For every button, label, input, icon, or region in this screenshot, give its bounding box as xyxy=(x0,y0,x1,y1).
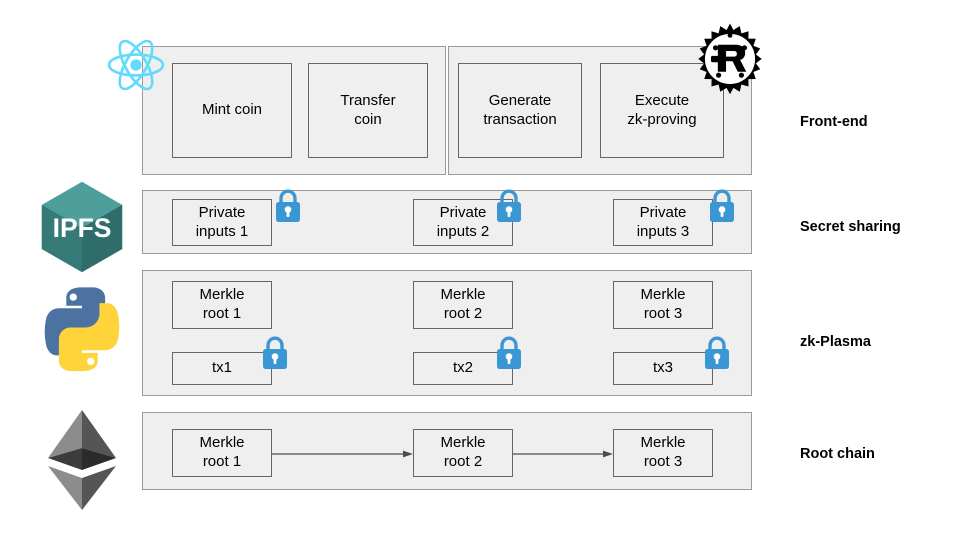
node-tx1[interactable]: tx1 xyxy=(172,352,272,385)
ethereum-logo xyxy=(40,408,124,512)
node-plasma-merkle-root-1[interactable]: Merkle root 1 xyxy=(172,281,272,329)
node-plasma-merkle-root-2[interactable]: Merkle root 2 xyxy=(413,281,513,329)
python-logo xyxy=(34,283,130,379)
node-tx3[interactable]: tx3 xyxy=(613,352,713,385)
node-private-inputs-3[interactable]: Private inputs 3 xyxy=(613,199,713,246)
layer-label-root-chain: Root chain xyxy=(800,446,875,462)
node-tx2[interactable]: tx2 xyxy=(413,352,513,385)
node-execute-zk-proving[interactable]: Execute zk-proving xyxy=(600,63,724,158)
node-mint-coin[interactable]: Mint coin xyxy=(172,63,292,158)
node-plasma-merkle-root-3[interactable]: Merkle root 3 xyxy=(613,281,713,329)
layer-label-front-end: Front-end xyxy=(800,114,868,130)
node-root-merkle-root-2[interactable]: Merkle root 2 xyxy=(413,429,513,477)
node-private-inputs-1[interactable]: Private inputs 1 xyxy=(172,199,272,246)
layer-label-zk-plasma: zk-Plasma xyxy=(800,334,871,350)
node-root-merkle-root-3[interactable]: Merkle root 3 xyxy=(613,429,713,477)
node-transfer-coin[interactable]: Transfer coin xyxy=(308,63,428,158)
node-private-inputs-2[interactable]: Private inputs 2 xyxy=(413,199,513,246)
svg-text:IPFS: IPFS xyxy=(53,213,112,243)
react-logo xyxy=(104,33,168,97)
ipfs-logo: IPFS xyxy=(33,178,131,276)
rust-logo xyxy=(692,22,768,98)
node-generate-transaction[interactable]: Generate transaction xyxy=(458,63,582,158)
node-root-merkle-root-1[interactable]: Merkle root 1 xyxy=(172,429,272,477)
layer-label-secret-sharing: Secret sharing xyxy=(800,219,901,235)
